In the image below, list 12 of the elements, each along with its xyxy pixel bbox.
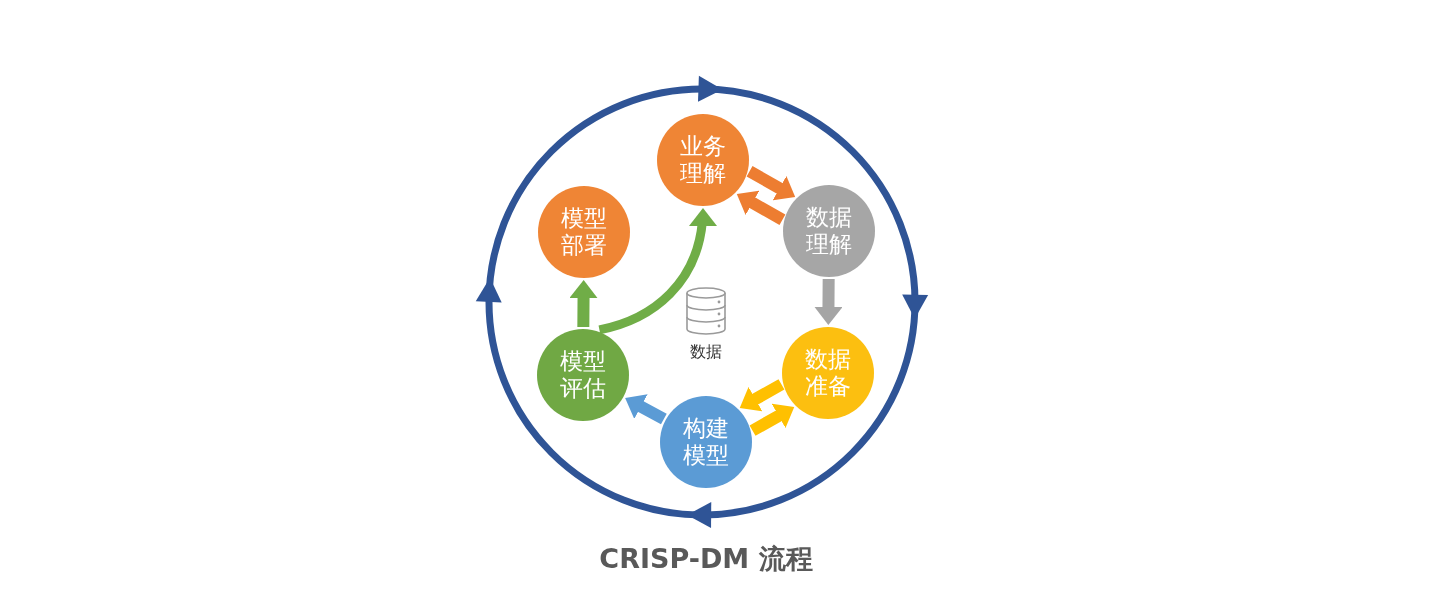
stage-circle: 业务理解: [657, 114, 749, 206]
stage-circle: 数据理解: [783, 185, 875, 277]
caption: CRISP-DM 流程: [599, 542, 813, 576]
stage-circle: 构建模型: [660, 396, 752, 488]
arrow: [598, 207, 716, 335]
stage-circle: 模型部署: [538, 186, 630, 278]
stage-circle: 数据准备: [782, 327, 874, 419]
stage-circle: 模型评估: [537, 329, 629, 421]
arrow: [814, 278, 843, 326]
icon-caption: 数据: [690, 342, 722, 362]
arrow: [569, 279, 598, 328]
arrow: [622, 392, 667, 425]
